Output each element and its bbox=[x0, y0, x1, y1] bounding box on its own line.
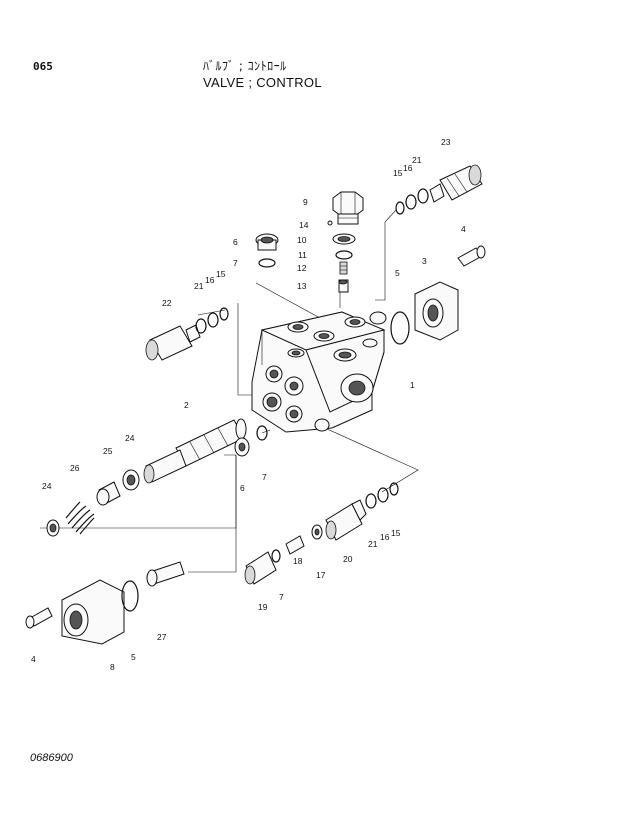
callout-11: 11 bbox=[298, 250, 307, 260]
callout-6: 6 bbox=[240, 483, 245, 493]
spring-assembly bbox=[46, 469, 140, 537]
callout-16: 16 bbox=[380, 532, 390, 542]
callout-23: 23 bbox=[441, 137, 451, 147]
plug-assembly bbox=[327, 191, 364, 293]
callout-21: 21 bbox=[412, 155, 422, 165]
callout-7: 7 bbox=[262, 472, 267, 482]
callout-7: 7 bbox=[279, 592, 284, 602]
callout-26: 26 bbox=[70, 463, 80, 473]
callout-8: 8 bbox=[110, 662, 115, 672]
middle-plug bbox=[234, 425, 268, 457]
callout-20: 20 bbox=[343, 554, 353, 564]
callout-13: 13 bbox=[297, 281, 307, 291]
callout-9: 9 bbox=[303, 197, 308, 207]
title-japanese: ﾊﾞﾙﾌﾞ ; ｺﾝﾄﾛｰﾙ bbox=[203, 59, 287, 73]
right-cover bbox=[390, 245, 486, 345]
callout-3: 3 bbox=[422, 256, 427, 266]
callout-6: 6 bbox=[233, 237, 238, 247]
callout-4: 4 bbox=[461, 224, 466, 234]
drawing-number: 0686900 bbox=[30, 752, 73, 764]
relief-valve-bottom bbox=[244, 482, 399, 585]
callout-16: 16 bbox=[403, 163, 413, 173]
callout-21: 21 bbox=[194, 281, 204, 291]
relief-valve-left bbox=[145, 307, 229, 361]
lower-cover bbox=[25, 561, 185, 645]
relief-valve-top bbox=[395, 164, 483, 215]
callout-5: 5 bbox=[395, 268, 400, 278]
callout-27: 27 bbox=[157, 632, 167, 642]
callout-labels: 1 2 3 4 4 5 5 6 6 7 7 7 8 9 10 11 12 13 … bbox=[31, 137, 466, 672]
callout-4: 4 bbox=[31, 654, 36, 664]
callout-18: 18 bbox=[293, 556, 303, 566]
page-number: 065 bbox=[33, 60, 53, 73]
callout-25: 25 bbox=[103, 446, 113, 456]
callout-16: 16 bbox=[205, 275, 215, 285]
callout-17: 17 bbox=[316, 570, 326, 580]
callout-12: 12 bbox=[297, 263, 307, 273]
callout-19: 19 bbox=[258, 602, 268, 612]
upper-plug bbox=[255, 233, 279, 268]
callout-21: 21 bbox=[368, 539, 378, 549]
callout-24: 24 bbox=[125, 433, 135, 443]
spool bbox=[143, 418, 247, 484]
leader-lines bbox=[40, 209, 419, 573]
callout-24: 24 bbox=[42, 481, 52, 491]
callout-15: 15 bbox=[393, 168, 403, 178]
valve-body bbox=[251, 311, 387, 433]
callout-14: 14 bbox=[299, 220, 309, 230]
callout-2: 2 bbox=[184, 400, 189, 410]
callout-15: 15 bbox=[216, 269, 226, 279]
callout-22: 22 bbox=[162, 298, 172, 308]
callout-7: 7 bbox=[233, 258, 238, 268]
callout-15: 15 bbox=[391, 528, 401, 538]
title-english: VALVE ; CONTROL bbox=[203, 75, 322, 90]
callout-1: 1 bbox=[410, 380, 415, 390]
callout-10: 10 bbox=[297, 235, 307, 245]
callout-5: 5 bbox=[131, 652, 136, 662]
